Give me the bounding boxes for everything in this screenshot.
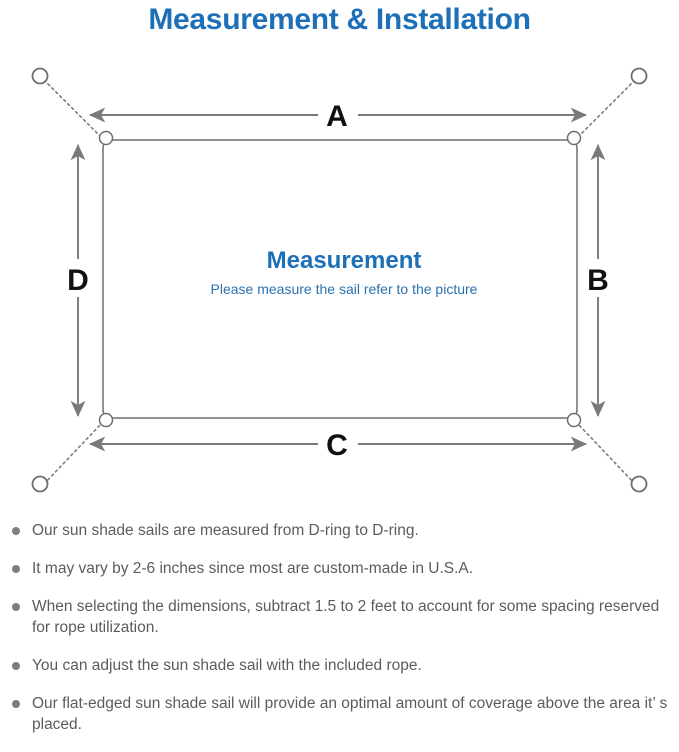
bullet-icon (12, 527, 20, 535)
anchor-points (31, 67, 648, 493)
rope-top-right (577, 79, 636, 138)
list-item: Our flat-edged sun shade sail will provi… (0, 693, 679, 735)
bullet-icon (12, 565, 20, 573)
shade-sail-diagram: A C D B Measurement Please measure the s… (0, 46, 679, 516)
anchor-point-bottom-left (31, 475, 49, 493)
bullet-icon (12, 662, 20, 670)
dimension-label-a: A (326, 100, 348, 133)
dimension-label-b: B (587, 264, 609, 297)
anchor-point-top-left (31, 67, 49, 85)
rope-lines (43, 79, 636, 485)
d-ring-top-left (98, 130, 114, 146)
rope-top-left (43, 79, 102, 138)
note-text: Our sun shade sails are measured from D-… (32, 522, 419, 539)
list-item: It may vary by 2-6 inches since most are… (0, 558, 679, 579)
sail-center-subtitle: Please measure the sail refer to the pic… (211, 281, 478, 297)
note-text: Our flat-edged sun shade sail will provi… (32, 695, 668, 733)
list-item: Our sun shade sails are measured from D-… (0, 520, 679, 541)
notes-list: Our sun shade sails are measured from D-… (0, 520, 679, 752)
d-rings (98, 130, 582, 428)
list-item: You can adjust the sun shade sail with t… (0, 655, 679, 676)
sail-center-title: Measurement (267, 247, 422, 274)
note-text: You can adjust the sun shade sail with t… (32, 657, 422, 674)
d-ring-bottom-right (566, 412, 582, 428)
diagram-svg: A C D B Measurement Please measure the s… (31, 67, 648, 493)
note-text: It may vary by 2-6 inches since most are… (32, 560, 474, 577)
sail-rectangle (102, 139, 578, 419)
dimension-label-d: D (67, 264, 89, 297)
list-item: When selecting the dimensions, subtract … (0, 596, 679, 638)
page-title: Measurement & Installation (148, 3, 531, 36)
d-ring-bottom-left (98, 412, 114, 428)
bullet-icon (12, 700, 20, 708)
anchor-point-bottom-right (630, 475, 648, 493)
note-text: When selecting the dimensions, subtract … (32, 598, 660, 636)
bullet-icon (12, 603, 20, 611)
rope-bottom-left (43, 423, 102, 485)
d-ring-top-right (566, 130, 582, 146)
dimension-label-c: C (326, 429, 348, 462)
rope-bottom-right (577, 423, 636, 485)
anchor-point-top-right (630, 67, 648, 85)
